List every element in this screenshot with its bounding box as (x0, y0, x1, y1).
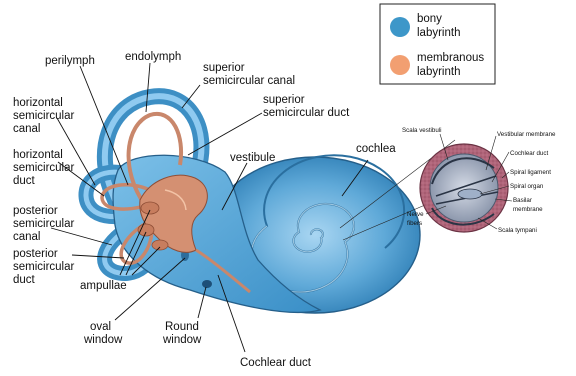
label-horizontal-duct-line2: semicircular (13, 162, 75, 174)
xs-label-basilar-membrane-line2: membrane (513, 206, 543, 213)
legend-membranous-line1: membranous (417, 52, 484, 64)
label-endolymph: endolymph (125, 51, 181, 63)
xs-label-vestibular-membrane: Vestibular membrane (497, 131, 556, 138)
label-cochlear-duct: Cochlear duct (240, 357, 312, 369)
label-horizontal-canal-line1: horizontal (13, 97, 63, 109)
label-posterior-duct-line3: duct (13, 274, 36, 286)
label-horizontal-duct-line3: duct (13, 175, 36, 187)
xs-label-spiral-organ: Spiral organ (510, 183, 544, 190)
label-superior-duct-line2: semicircular duct (263, 107, 350, 119)
xs-label-cochlear-duct: Cochlear duct (510, 150, 548, 157)
label-superior-canal-line1: superior (203, 62, 245, 74)
label-posterior-duct-line2: semicircular (13, 261, 75, 273)
xs-label-basilar-membrane-line1: Basilar (513, 197, 532, 204)
legend: bony labyrinth membranous labyrinth (380, 4, 495, 84)
label-horizontal-canal-line3: canal (13, 123, 41, 135)
spiral-organ-shape (458, 189, 482, 199)
membranous-labyrinth-swatch (390, 55, 410, 75)
ampulla-3 (152, 240, 168, 250)
label-posterior-canal-line2: semicircular (13, 218, 75, 230)
label-posterior-canal-line1: posterior (13, 205, 58, 217)
ampulla-1 (141, 202, 159, 214)
label-superior-canal-line2: semicircular canal (203, 75, 295, 87)
legend-bony-line1: bony (417, 13, 442, 25)
label-round-window-line2: window (162, 334, 202, 346)
xs-label-nerve-fibers-line1: Nerve (407, 211, 424, 218)
label-vestibule: vestibule (230, 152, 275, 164)
xs-label-spiral-ligament: Spiral ligament (510, 169, 551, 176)
leader-posterior-canal (51, 228, 112, 245)
label-cochlea: cochlea (356, 143, 396, 155)
label-round-window-line1: Round (165, 321, 199, 333)
label-posterior-duct-line1: posterior (13, 248, 58, 260)
label-horizontal-canal-line2: semicircular (13, 110, 75, 122)
xs-label-nerve-fibers-line2: fibers (407, 220, 422, 227)
xs-label-scala-tympani: Scala tympani (498, 227, 537, 234)
round-window-opening (202, 280, 212, 288)
label-oval-window-line2: window (83, 334, 123, 346)
label-ampullae: ampullae (80, 280, 127, 292)
legend-membranous-line2: labyrinth (417, 66, 460, 78)
xs-label-scala-vestibuli: Scala vestibuli (402, 127, 442, 134)
label-horizontal-duct-line1: horizontal (13, 149, 63, 161)
legend-bony-line2: labyrinth (417, 27, 460, 39)
label-superior-duct-line1: superior (263, 94, 305, 106)
label-posterior-canal-line3: canal (13, 231, 41, 243)
bony-labyrinth-swatch (390, 17, 410, 37)
label-perilymph: perilymph (45, 55, 95, 67)
label-oval-window-line1: oval (90, 321, 111, 333)
